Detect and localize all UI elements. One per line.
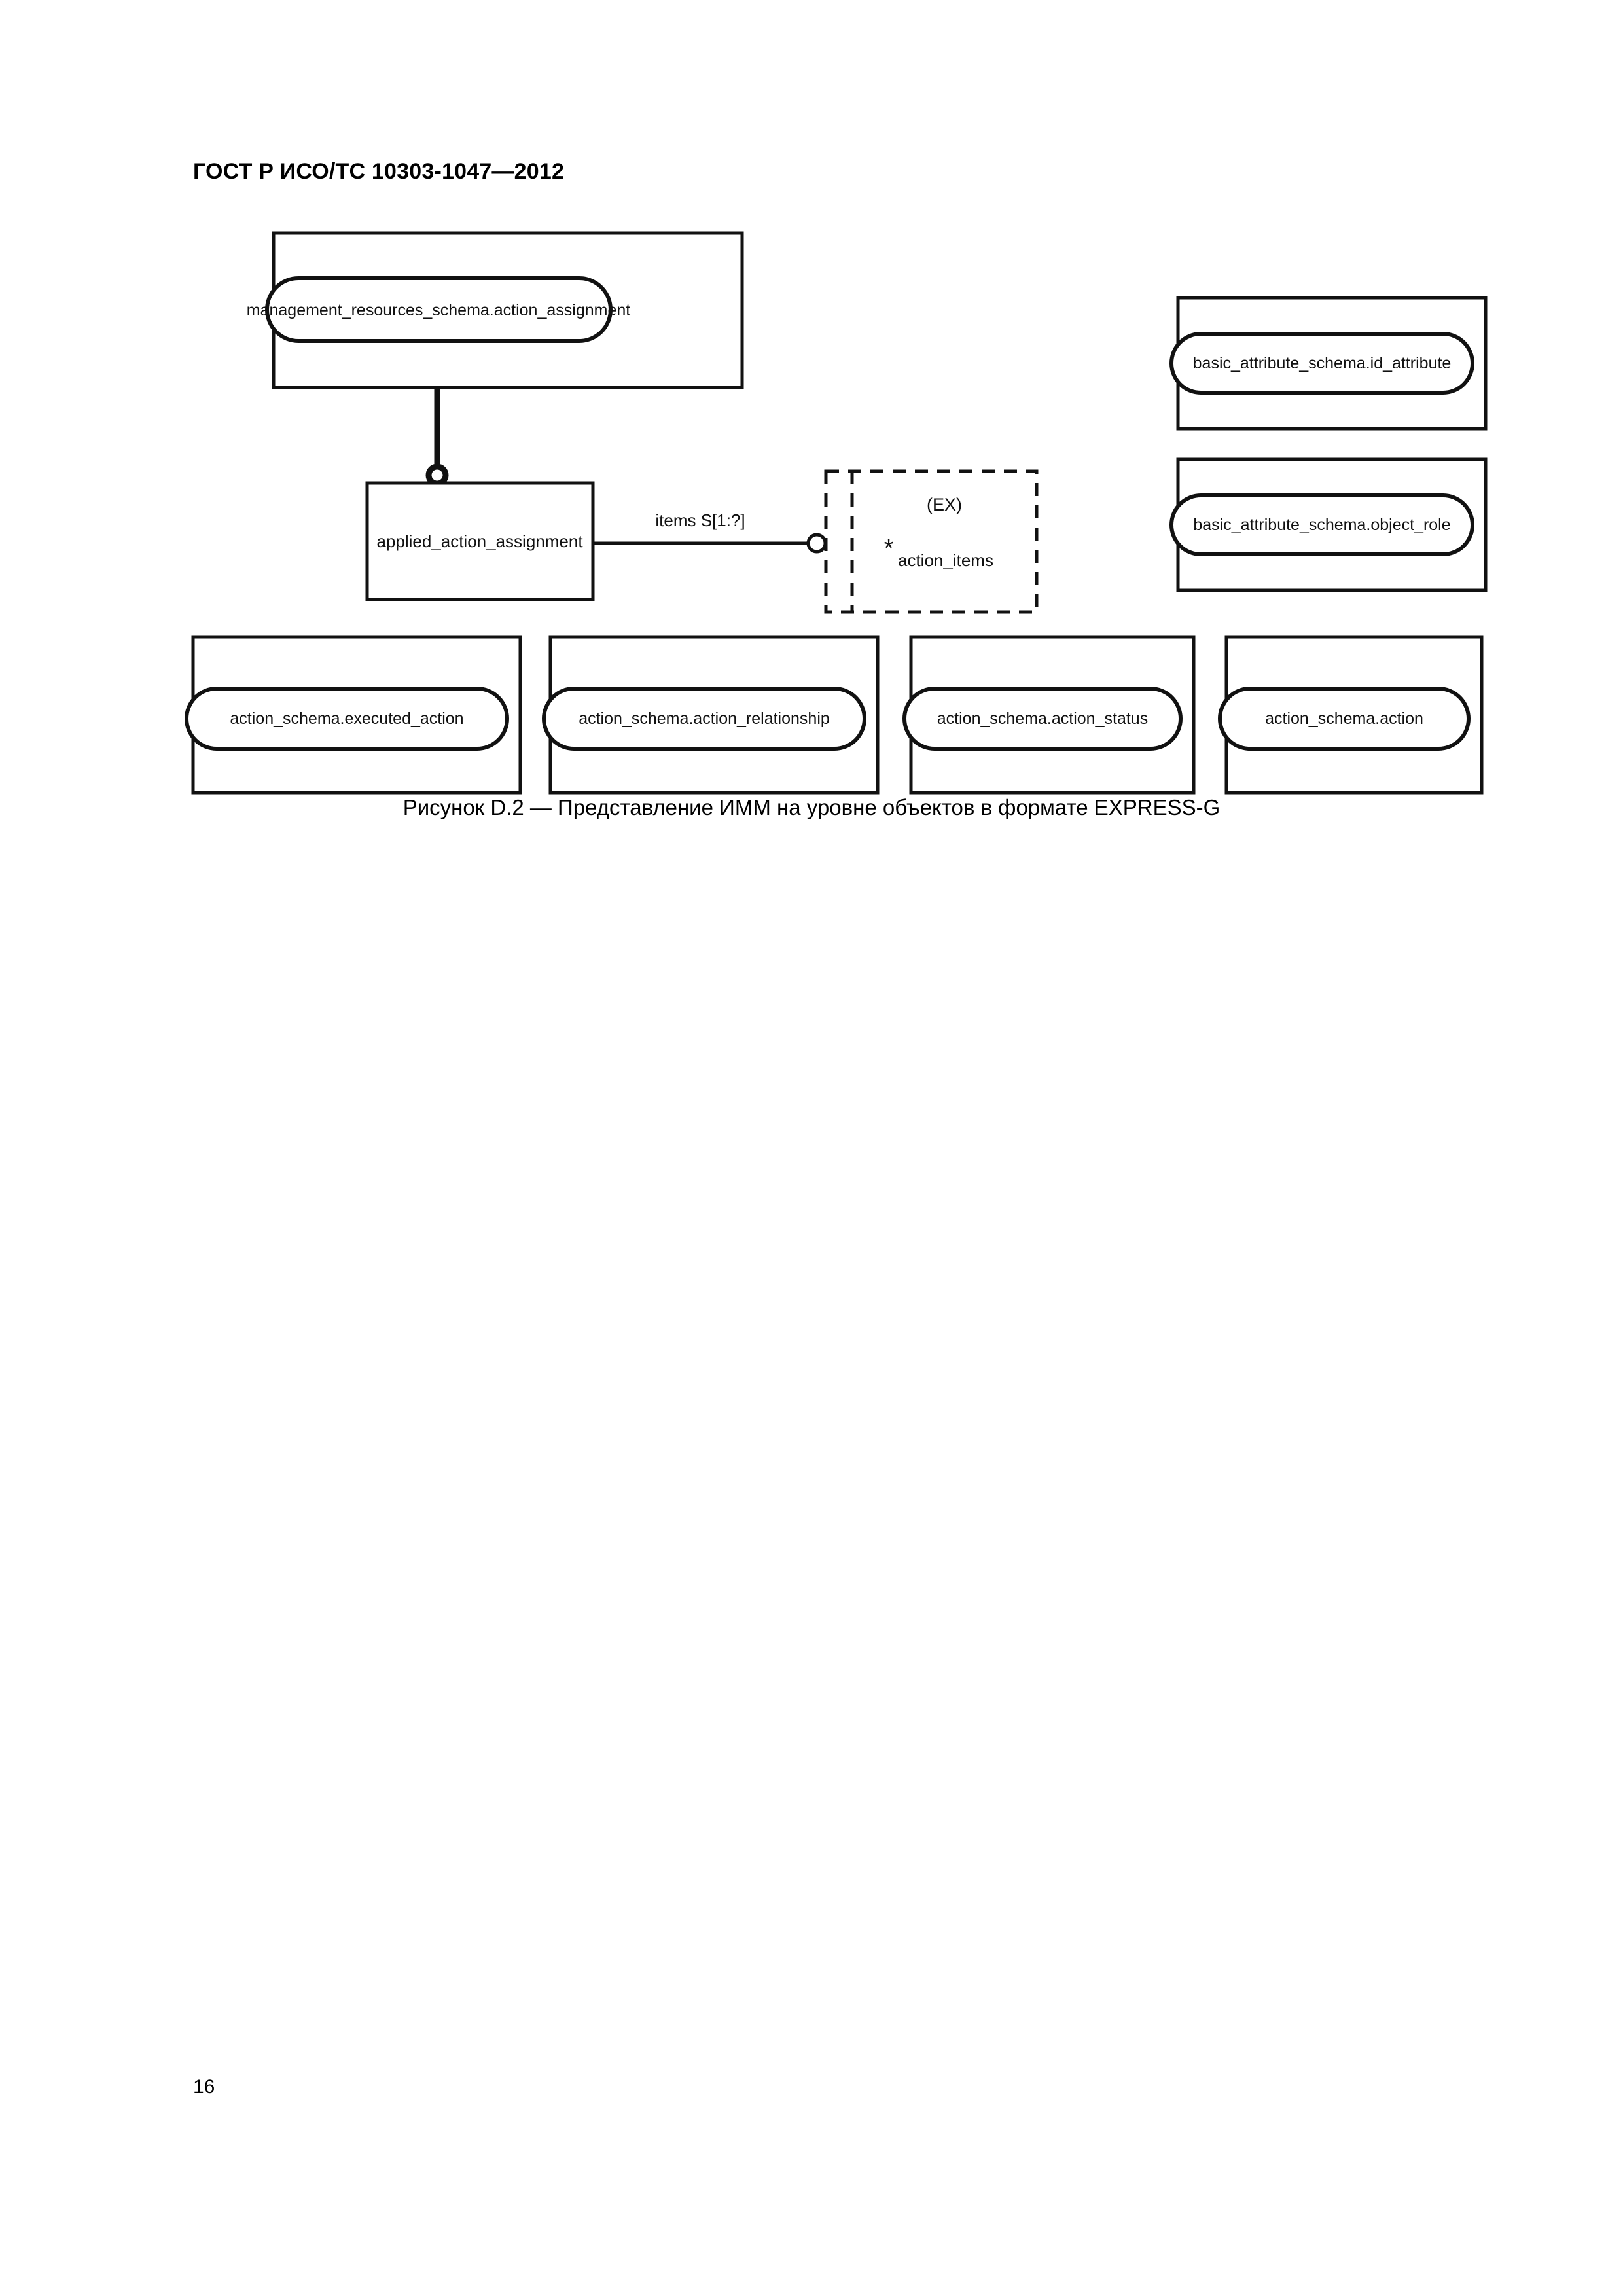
select-type-ex-tag: (EX) — [927, 495, 962, 514]
schema-ref-action-schema-action-status[interactable]: action_schema.action_status — [902, 635, 1196, 795]
schema-ref-rounded-body — [185, 687, 509, 751]
figure-d2: management_resources_schema.action_assig… — [183, 216, 1492, 805]
schema-ref-rounded-body — [902, 687, 1183, 751]
schema-ref-label: action_schema.action — [1265, 709, 1423, 728]
schema-ref-basic-attribute-object-role[interactable]: basic_attribute_schema.object_role — [1169, 457, 1488, 592]
schema-ref-basic-attribute-id-attribute[interactable]: basic_attribute_schema.id_attribute — [1169, 296, 1488, 431]
page-number: 16 — [193, 2076, 215, 2098]
schema-ref-management-resources-action-assignment[interactable]: management_resources_schema.action_assig… — [247, 231, 744, 389]
schema-ref-label: basic_attribute_schema.object_role — [1193, 516, 1450, 534]
schema-ref-label: action_schema.action_status — [937, 709, 1148, 728]
subtype-relation-circle — [425, 463, 449, 487]
schema-ref-label: action_schema.executed_action — [230, 709, 463, 728]
select-type-star: * — [884, 535, 894, 562]
schema-ref-rounded-body — [1169, 332, 1474, 395]
schema-ref-action-schema-action[interactable]: action_schema.action — [1218, 635, 1484, 795]
schema-ref-action-schema-executed-action[interactable]: action_schema.executed_action — [185, 635, 522, 795]
schema-ref-rounded-body — [1218, 687, 1471, 751]
schema-ref-label: action_schema.action_relationship — [579, 709, 830, 728]
schema-ref-rounded-body — [1169, 493, 1474, 556]
schema-ref-action-schema-action-relationship[interactable]: action_schema.action_relationship — [542, 635, 880, 795]
entity-applied-action-assignment[interactable]: applied_action_assignment — [365, 481, 595, 601]
items-relation: items S[1:?] — [593, 511, 827, 554]
items-relation-circle — [806, 533, 827, 554]
select-type-dashed-frame — [824, 469, 1039, 614]
entity-label: applied_action_assignment — [376, 531, 583, 551]
items-relation-label: items S[1:?] — [655, 511, 745, 530]
figure-caption: Рисунок D.2 — Представление ИММ на уровн… — [402, 795, 1221, 819]
schema-ref-label: basic_attribute_schema.id_attribute — [1193, 354, 1452, 372]
select-type-action-items[interactable]: (EX) * action_items — [824, 469, 1039, 614]
subtype-relation — [425, 387, 449, 487]
entity-box-frame — [365, 481, 595, 601]
schema-ref-rounded-body — [265, 276, 613, 343]
select-type-label: action_items — [898, 550, 993, 570]
schema-ref-rounded-body — [542, 687, 866, 751]
express-g-diagram: management_resources_schema.action_assig… — [185, 231, 1488, 795]
document-header: ГОСТ Р ИСО/ТС 10303-1047—2012 — [193, 159, 565, 184]
schema-ref-label: management_resources_schema.action_assig… — [247, 301, 630, 319]
